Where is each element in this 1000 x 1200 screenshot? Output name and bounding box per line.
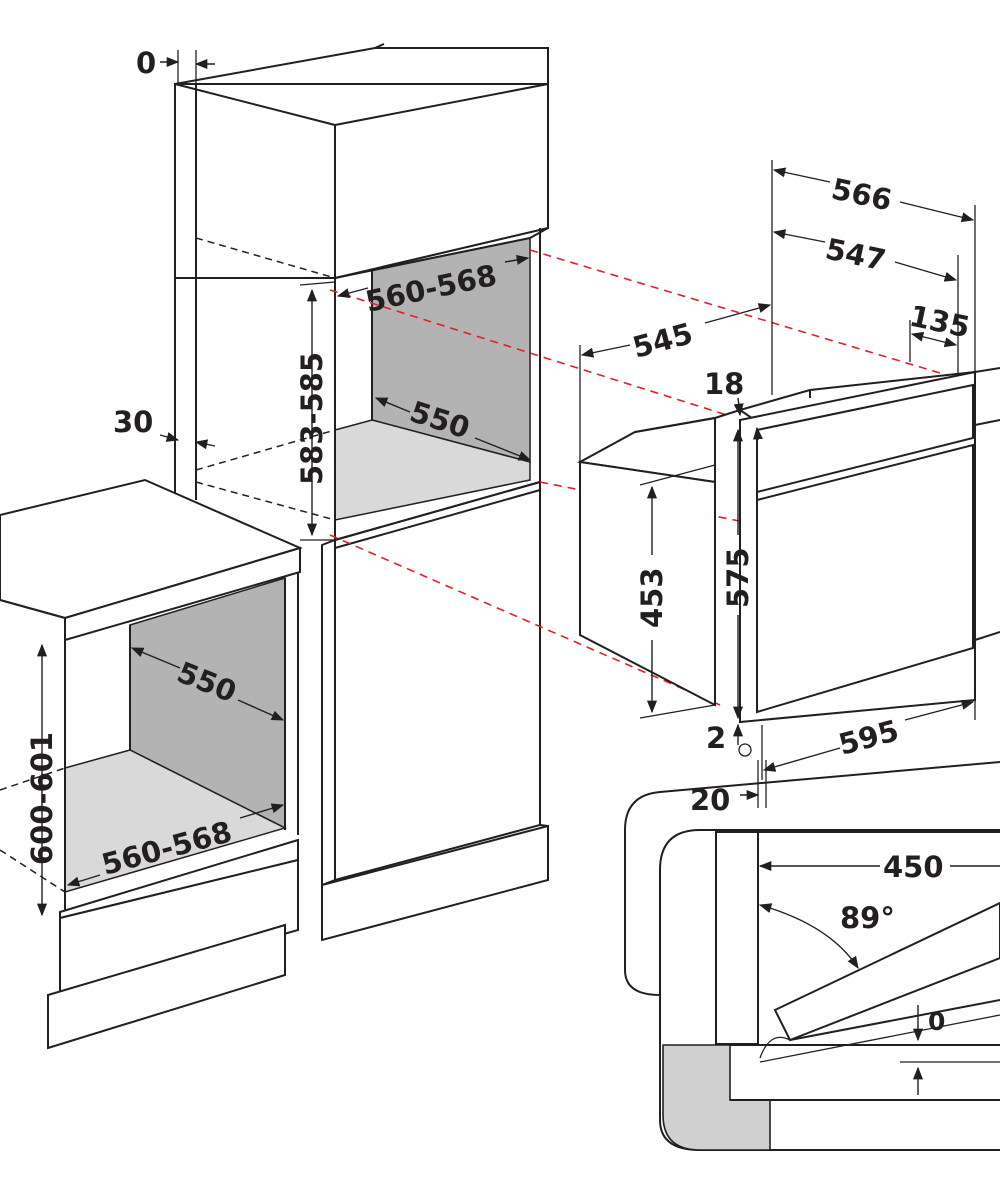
label-tall-niche-height: 583-585	[295, 352, 329, 485]
cabinet-side-panel	[715, 831, 759, 1045]
base-section	[662, 1044, 771, 1151]
open-door	[773, 901, 1000, 1042]
label-oven-depth: 545	[629, 316, 696, 365]
label-oven-front-height: 575	[721, 547, 755, 608]
label-oven-front-offset: 20	[690, 783, 730, 817]
label-oven-body-height: 453	[635, 567, 669, 628]
label-oven-width-outer: 566	[829, 172, 895, 218]
under-cabinet-drawer	[59, 858, 299, 1000]
under-counter-cabinet	[0, 478, 303, 1050]
label-oven-width-inner: 547	[823, 232, 889, 278]
label-door-clearance: 450	[883, 850, 944, 884]
label-tall-side-offset: 30	[113, 405, 153, 439]
label-oven-bottom-gap: 2	[706, 721, 726, 755]
door-section-detail	[624, 761, 1000, 1151]
label-door-gap: 0	[928, 1007, 945, 1036]
label-oven-frame-thickness: 18	[704, 367, 744, 401]
label-door-angle: 89°	[840, 901, 895, 935]
tall-niche-floor	[334, 419, 531, 521]
tall-cabinet-top-lid	[174, 47, 549, 85]
built-in-oven	[576, 367, 1000, 724]
label-under-niche-height: 600-601	[25, 732, 59, 865]
tall-cabinet	[174, 43, 549, 942]
label-oven-panel-depth: 135	[907, 299, 973, 345]
tall-cabinet-lower-front	[334, 480, 541, 882]
label-tall-top-offset: 0	[136, 46, 156, 80]
under-cabinet-plinth	[47, 923, 286, 1050]
dimension-lines	[36, 50, 976, 917]
label-oven-front-width: 595	[835, 713, 902, 762]
